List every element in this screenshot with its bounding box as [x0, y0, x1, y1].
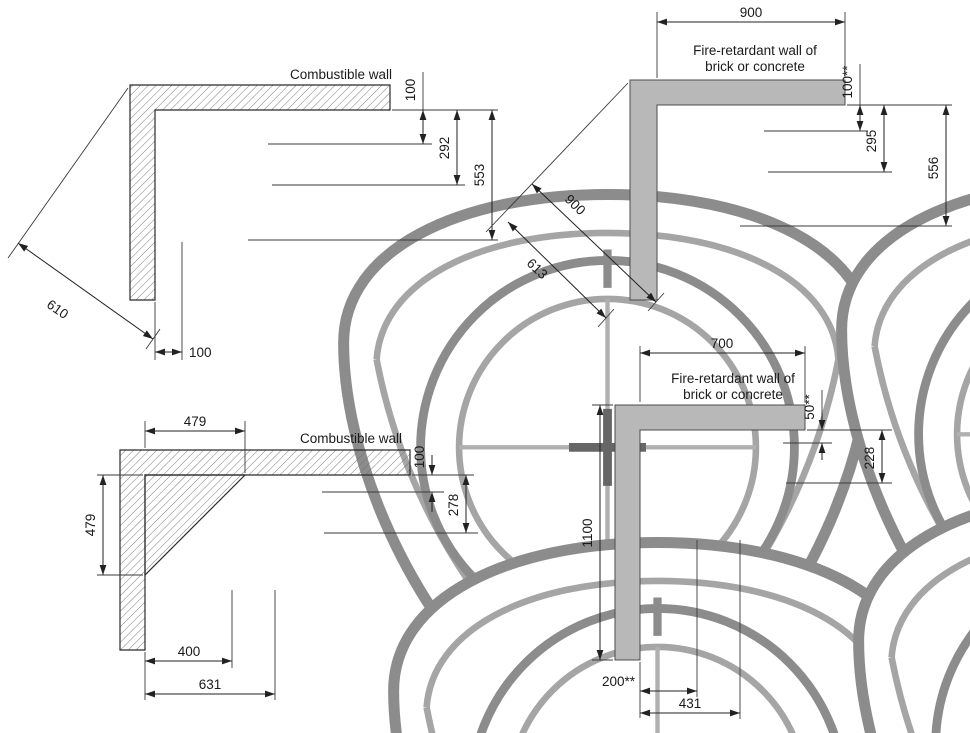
extension-lines	[7, 72, 498, 360]
dimension-label-side-length: 1100	[580, 518, 595, 547]
dimension-label-gap-top: 100	[412, 446, 427, 469]
diagram-fire-retardant-corner-small: 700 Fire-retardant wall of brick or conc…	[580, 336, 970, 733]
wall-label-line1: Fire-retardant wall of	[693, 43, 817, 58]
dimension-lines	[596, 349, 886, 717]
dimension-lines	[17, 110, 496, 356]
diagram-combustible-corner-protected: 479 Combustible wall 100 278 479 400 631	[83, 414, 923, 733]
dimension-label-side-gap: 400	[178, 644, 201, 659]
dimension-label-to-front: 556	[926, 157, 941, 180]
dimension-label-top-length: 900	[740, 5, 763, 20]
fire-retardant-wall	[614, 404, 806, 661]
dimension-label-side-gap: 200**	[602, 674, 636, 689]
combustible-wall	[129, 84, 391, 301]
dimension-label-side-to-center: 631	[199, 677, 222, 692]
wall-label: Combustible wall	[300, 431, 402, 446]
dimension-label-gap-top: 50**	[802, 393, 817, 419]
dimension-label-top-length: 700	[711, 336, 734, 351]
dimension-label-diagonal: 610	[44, 297, 71, 322]
dimension-label-gap-top: 100**	[840, 65, 855, 99]
dimension-label-protection-width: 479	[184, 414, 207, 429]
dimension-label-protection-height: 479	[83, 514, 98, 537]
dimension-label-to-center: 278	[446, 494, 461, 517]
dimension-label-to-center: 228	[862, 447, 877, 470]
dimension-label-to-center: 292	[437, 137, 452, 160]
dimension-label-to-center: 295	[864, 130, 879, 153]
wall-label: Combustible wall	[290, 67, 392, 82]
dimension-label-to-front: 553	[472, 164, 487, 187]
dimension-label-gap-top: 100	[403, 79, 418, 102]
dimension-lines	[99, 427, 470, 698]
wall-label-line2: brick or concrete	[683, 387, 783, 402]
dimension-label-side-to-center: 431	[679, 696, 702, 711]
extension-lines	[485, 12, 952, 328]
wall-label-line1: Fire-retardant wall of	[671, 371, 795, 386]
dimension-lines	[507, 18, 950, 319]
extension-lines	[97, 421, 478, 700]
corner-protection-panel	[144, 474, 247, 577]
wall-label-line2: brick or concrete	[705, 59, 805, 74]
dimension-label-side-gap: 100	[189, 345, 212, 360]
